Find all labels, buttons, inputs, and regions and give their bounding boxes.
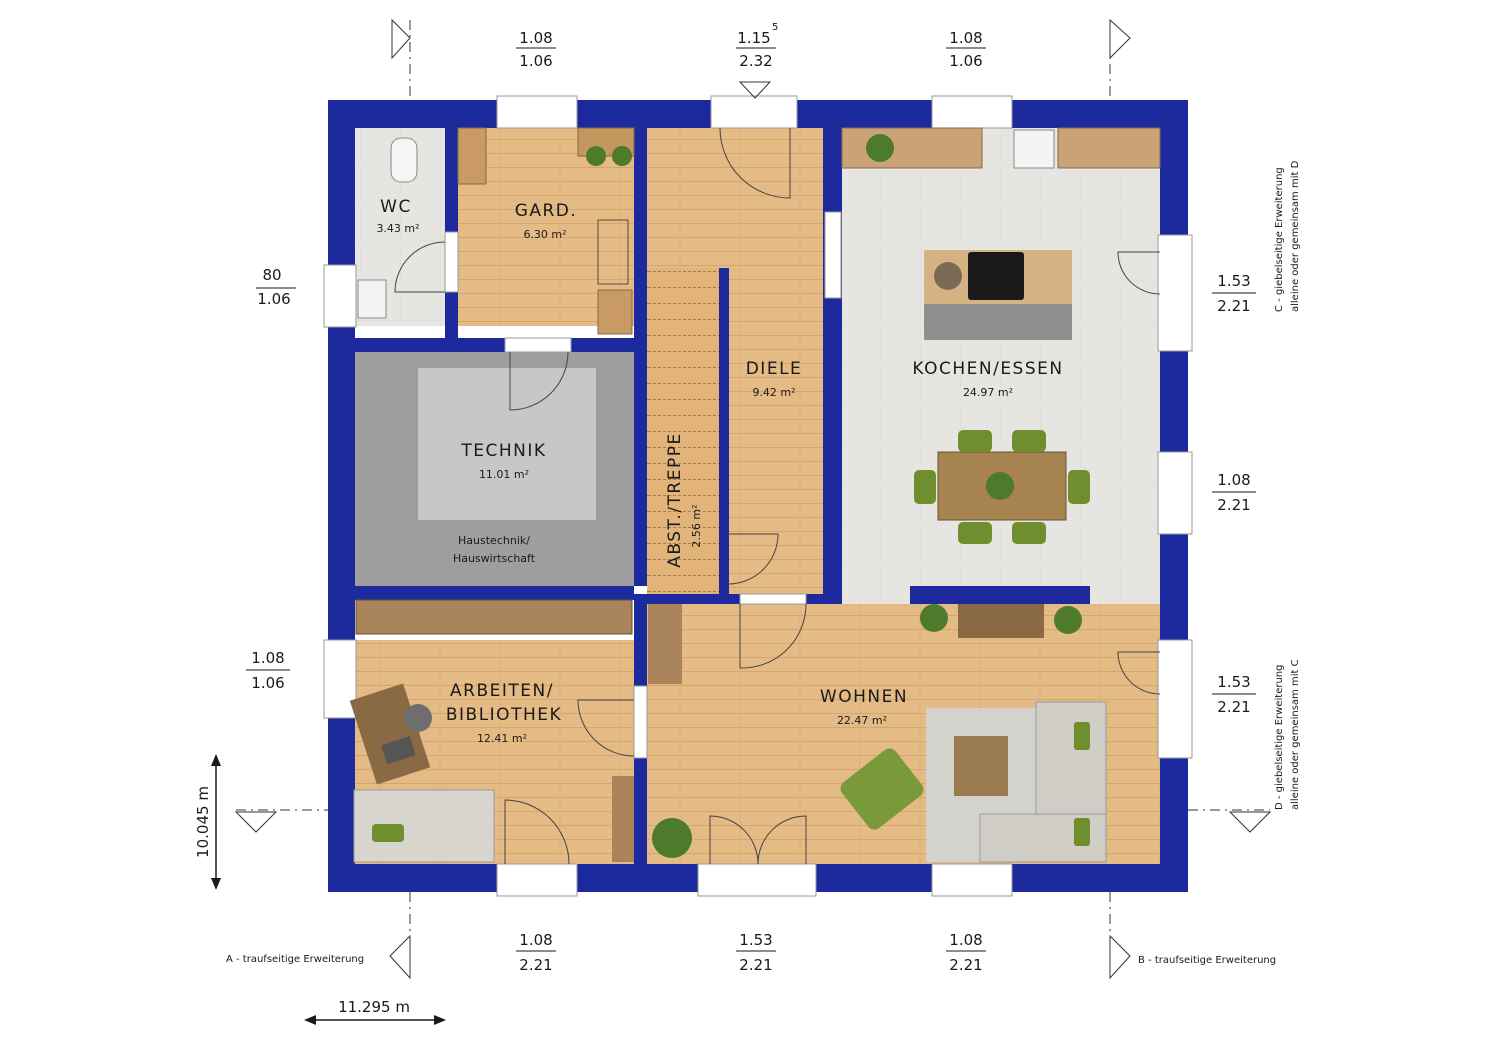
room-name-wc: WC: [380, 197, 412, 217]
axis-markers: [234, 18, 1272, 980]
room-area-wc: 3.43 m²: [376, 222, 419, 235]
dim-right-2-top: 1.08: [1217, 471, 1250, 489]
dim-top-mid-sup: 5: [772, 22, 778, 33]
room-name-wohnen: WOHNEN: [820, 687, 908, 707]
overall-width: 11.295 m: [338, 998, 410, 1016]
bookshelf: [355, 599, 633, 635]
dimension-lines: [246, 47, 1256, 952]
dim-top-left-top: 1.08: [519, 29, 552, 47]
room-area-arbeiten: 12.41 m²: [477, 732, 527, 745]
dim-bottom-mid-top: 1.53: [739, 931, 772, 949]
chair-5: [914, 470, 936, 504]
chair-3: [958, 522, 992, 544]
chair-4: [1012, 522, 1046, 544]
dim-bottom-right-top: 1.08: [949, 931, 982, 949]
room-area-diele: 9.42 m²: [752, 386, 795, 399]
kitchen-counter: [841, 127, 983, 169]
extension-c-2: alleine oder gemeinsam mit D: [1290, 160, 1301, 312]
extension-c-1: C - giebelseitige Erweiterung: [1274, 167, 1285, 312]
tv-sideboard: [958, 604, 1044, 638]
laptop: [381, 736, 416, 765]
room-name-kochen: KOCHEN/ESSEN: [912, 359, 1063, 379]
gard-shelf: [457, 127, 487, 185]
overall-dimension-arrows: [211, 754, 446, 1025]
extension-d-1: D - giebelseitige Erweiterung: [1274, 665, 1285, 811]
wall-rack: [612, 776, 634, 862]
room-name-abst: ABST./TREPPE: [665, 432, 685, 567]
overall-depth: 10.045 m: [194, 786, 212, 858]
room-name-technik: TECHNIK: [460, 441, 546, 461]
kitchen-sink: [1013, 129, 1055, 169]
technik-note-2: Hauswirtschaft: [453, 552, 536, 565]
technik-note-1: Haustechnik/: [458, 534, 530, 547]
dim-top-right-bottom: 1.06: [949, 52, 982, 70]
dim-bottom-left-bottom: 2.21: [519, 956, 552, 974]
dim-top-mid-bottom: 2.32: [739, 52, 772, 70]
gard-seat: [597, 289, 633, 335]
kitchen-counter-right: [1057, 127, 1161, 169]
room-name-arbeiten-2: BIBLIOTHEK: [446, 705, 562, 725]
dim-bottom-mid-bottom: 2.21: [739, 956, 772, 974]
toilet: [390, 137, 418, 183]
windows: [323, 95, 1193, 897]
dim-right-3-bottom: 2.21: [1217, 698, 1250, 716]
dim-left-lower-bottom: 1.06: [251, 674, 284, 692]
dim-top-mid-top: 1.15: [737, 29, 770, 47]
dim-right-2-bottom: 2.21: [1217, 496, 1250, 514]
dim-left-upper-bottom: 1.06: [257, 290, 290, 308]
dim-bottom-left-top: 1.08: [519, 931, 552, 949]
chair-1: [958, 430, 992, 452]
room-name-gard: GARD.: [515, 201, 578, 221]
room-area-technik: 11.01 m²: [479, 468, 529, 481]
dim-right-1-top: 1.53: [1217, 272, 1250, 290]
chair-2: [1012, 430, 1046, 452]
room-area-abst: 2.56 m²: [690, 504, 703, 547]
desk-chair: [404, 704, 432, 732]
floor-stair: [647, 268, 719, 594]
gard-rack: [597, 219, 629, 285]
armchair: [840, 748, 924, 830]
dim-bottom-right-bottom: 2.21: [949, 956, 982, 974]
floor-technik-inner: [418, 368, 596, 520]
floor-kochen: [842, 128, 1160, 604]
extension-b: B - traufseitige Erweiterung: [1138, 955, 1276, 966]
dim-right-1-bottom: 2.21: [1217, 297, 1250, 315]
chair-6: [1068, 470, 1090, 504]
room-name-diele: DIELE: [746, 359, 803, 379]
furniture: [349, 127, 1161, 863]
coffee-table: [954, 736, 1008, 796]
fruit-bowl: [934, 262, 962, 290]
dim-right-3-top: 1.53: [1217, 673, 1250, 691]
room-area-kochen: 24.97 m²: [963, 386, 1013, 399]
room-area-wohnen: 22.47 m²: [837, 714, 887, 727]
door-swings: [394, 127, 1161, 865]
extension-d-2: alleine oder gemeinsam mit C: [1290, 659, 1301, 810]
wall-panel: [648, 604, 682, 684]
dim-left-lower-top: 1.08: [251, 649, 284, 667]
cooktop: [968, 252, 1024, 300]
dim-top-left-bottom: 1.06: [519, 52, 552, 70]
extension-a: A - traufseitige Erweiterung: [226, 954, 364, 965]
dim-top-right-top: 1.08: [949, 29, 982, 47]
room-name-arbeiten-1: ARBEITEN/: [450, 681, 554, 701]
dim-left-upper-top: 80: [262, 266, 281, 284]
wc-sink: [357, 279, 387, 319]
room-area-gard: 6.30 m²: [523, 228, 566, 241]
